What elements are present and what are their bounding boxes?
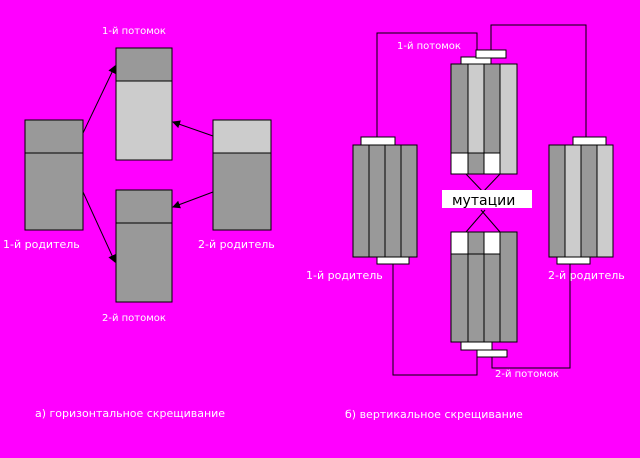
parent2-tail-segment: [212, 152, 272, 231]
right-caption: б) вертикальное скрещивание: [345, 408, 523, 421]
offspring2-chromosome: [115, 189, 173, 303]
offspring2-gene: [483, 253, 501, 343]
parent1-bottom-tab: [376, 256, 410, 265]
parent1-tail-segment: [24, 152, 84, 231]
offspring2-gene: [467, 253, 485, 343]
parent2-top-tab: [572, 136, 607, 146]
offspring2-mutated-gene: [483, 231, 501, 255]
wire-offspring1-to-parent2: [490, 24, 587, 137]
wire-offspring2-to-parent2: [491, 262, 571, 369]
wire-parent1-to-offspring2: [392, 262, 478, 376]
offspring2-tail-segment: [115, 222, 173, 303]
offspring2-mutated-gene: [450, 231, 469, 255]
wire-parent1-to-offspring1: [376, 32, 478, 137]
left-parent1-label: 1-й родитель: [3, 238, 80, 251]
offspring2-head-segment: [115, 189, 173, 224]
offspring2-gene: [450, 253, 469, 343]
offspring1-gene: [450, 63, 469, 154]
left-offspring1-label: 1-й потомок: [102, 26, 166, 37]
mutation-line: [465, 209, 486, 233]
offspring1-chromosome: [115, 47, 173, 161]
offspring2-gene: [467, 231, 485, 255]
offspring1-gene: [467, 63, 485, 154]
right-parent1-label: 1-й родитель: [306, 269, 383, 282]
horizontal-crossover: 1-й потомок 1-й родитель 2-й родитель 2-…: [3, 26, 275, 420]
parent2-chromosome: [212, 119, 272, 231]
parent2-bottom-tab: [556, 256, 591, 265]
left-caption: а) горизонтальное скрещивание: [35, 407, 225, 420]
parent2-gene: [548, 144, 566, 258]
offspring1-head-segment: [115, 47, 173, 82]
right-offspring1-chromosome: [450, 49, 518, 175]
arrow-parent2-to-offspring2: [172, 191, 214, 209]
right-parent2-chromosome: [548, 136, 614, 265]
parent1-gene: [400, 144, 418, 258]
parent1-gene: [368, 144, 386, 258]
parent1-head-segment: [24, 119, 84, 154]
mutations-label: мутации: [452, 193, 515, 209]
right-parent1-chromosome: [352, 136, 418, 265]
parent1-gene: [352, 144, 370, 258]
offspring1-gene: [467, 152, 485, 175]
offspring1-gene: [499, 63, 518, 175]
offspring1-tab: [475, 49, 507, 59]
right-offspring2-label: 2-й потомок: [495, 369, 559, 380]
parent2-gene: [580, 144, 598, 258]
arrow-parent2-to-offspring1: [172, 120, 214, 137]
arrow-parent1-to-offspring2: [82, 191, 116, 263]
parent2-head-segment: [212, 119, 272, 154]
parent2-gene: [564, 144, 582, 258]
offspring1-tail-segment: [115, 80, 173, 161]
right-parent2-label: 2-й родитель: [548, 269, 625, 282]
offspring2-tab: [476, 349, 508, 358]
mutations-label-box: [442, 190, 532, 208]
parent1-gene: [384, 144, 402, 258]
right-offspring2-chromosome: [450, 231, 518, 358]
offspring2-gene: [499, 231, 518, 343]
right-offspring1-label: 1-й потомок: [397, 41, 461, 52]
offspring1-mutated-gene: [450, 152, 469, 175]
arrow-parent1-to-offspring1: [82, 65, 116, 134]
parent1-chromosome: [24, 119, 84, 231]
left-offspring2-label: 2-й потомок: [102, 313, 166, 324]
offspring2-tab: [460, 341, 493, 351]
offspring1-mutated-gene: [483, 152, 501, 175]
left-parent2-label: 2-й родитель: [198, 238, 275, 251]
offspring1-gene: [483, 63, 501, 154]
mutation-line: [480, 209, 501, 233]
parent2-gene: [596, 144, 614, 258]
vertical-crossover: мутации 1-й потомок 1-й родитель 2-й род…: [306, 24, 625, 421]
parent1-top-tab: [360, 136, 396, 146]
